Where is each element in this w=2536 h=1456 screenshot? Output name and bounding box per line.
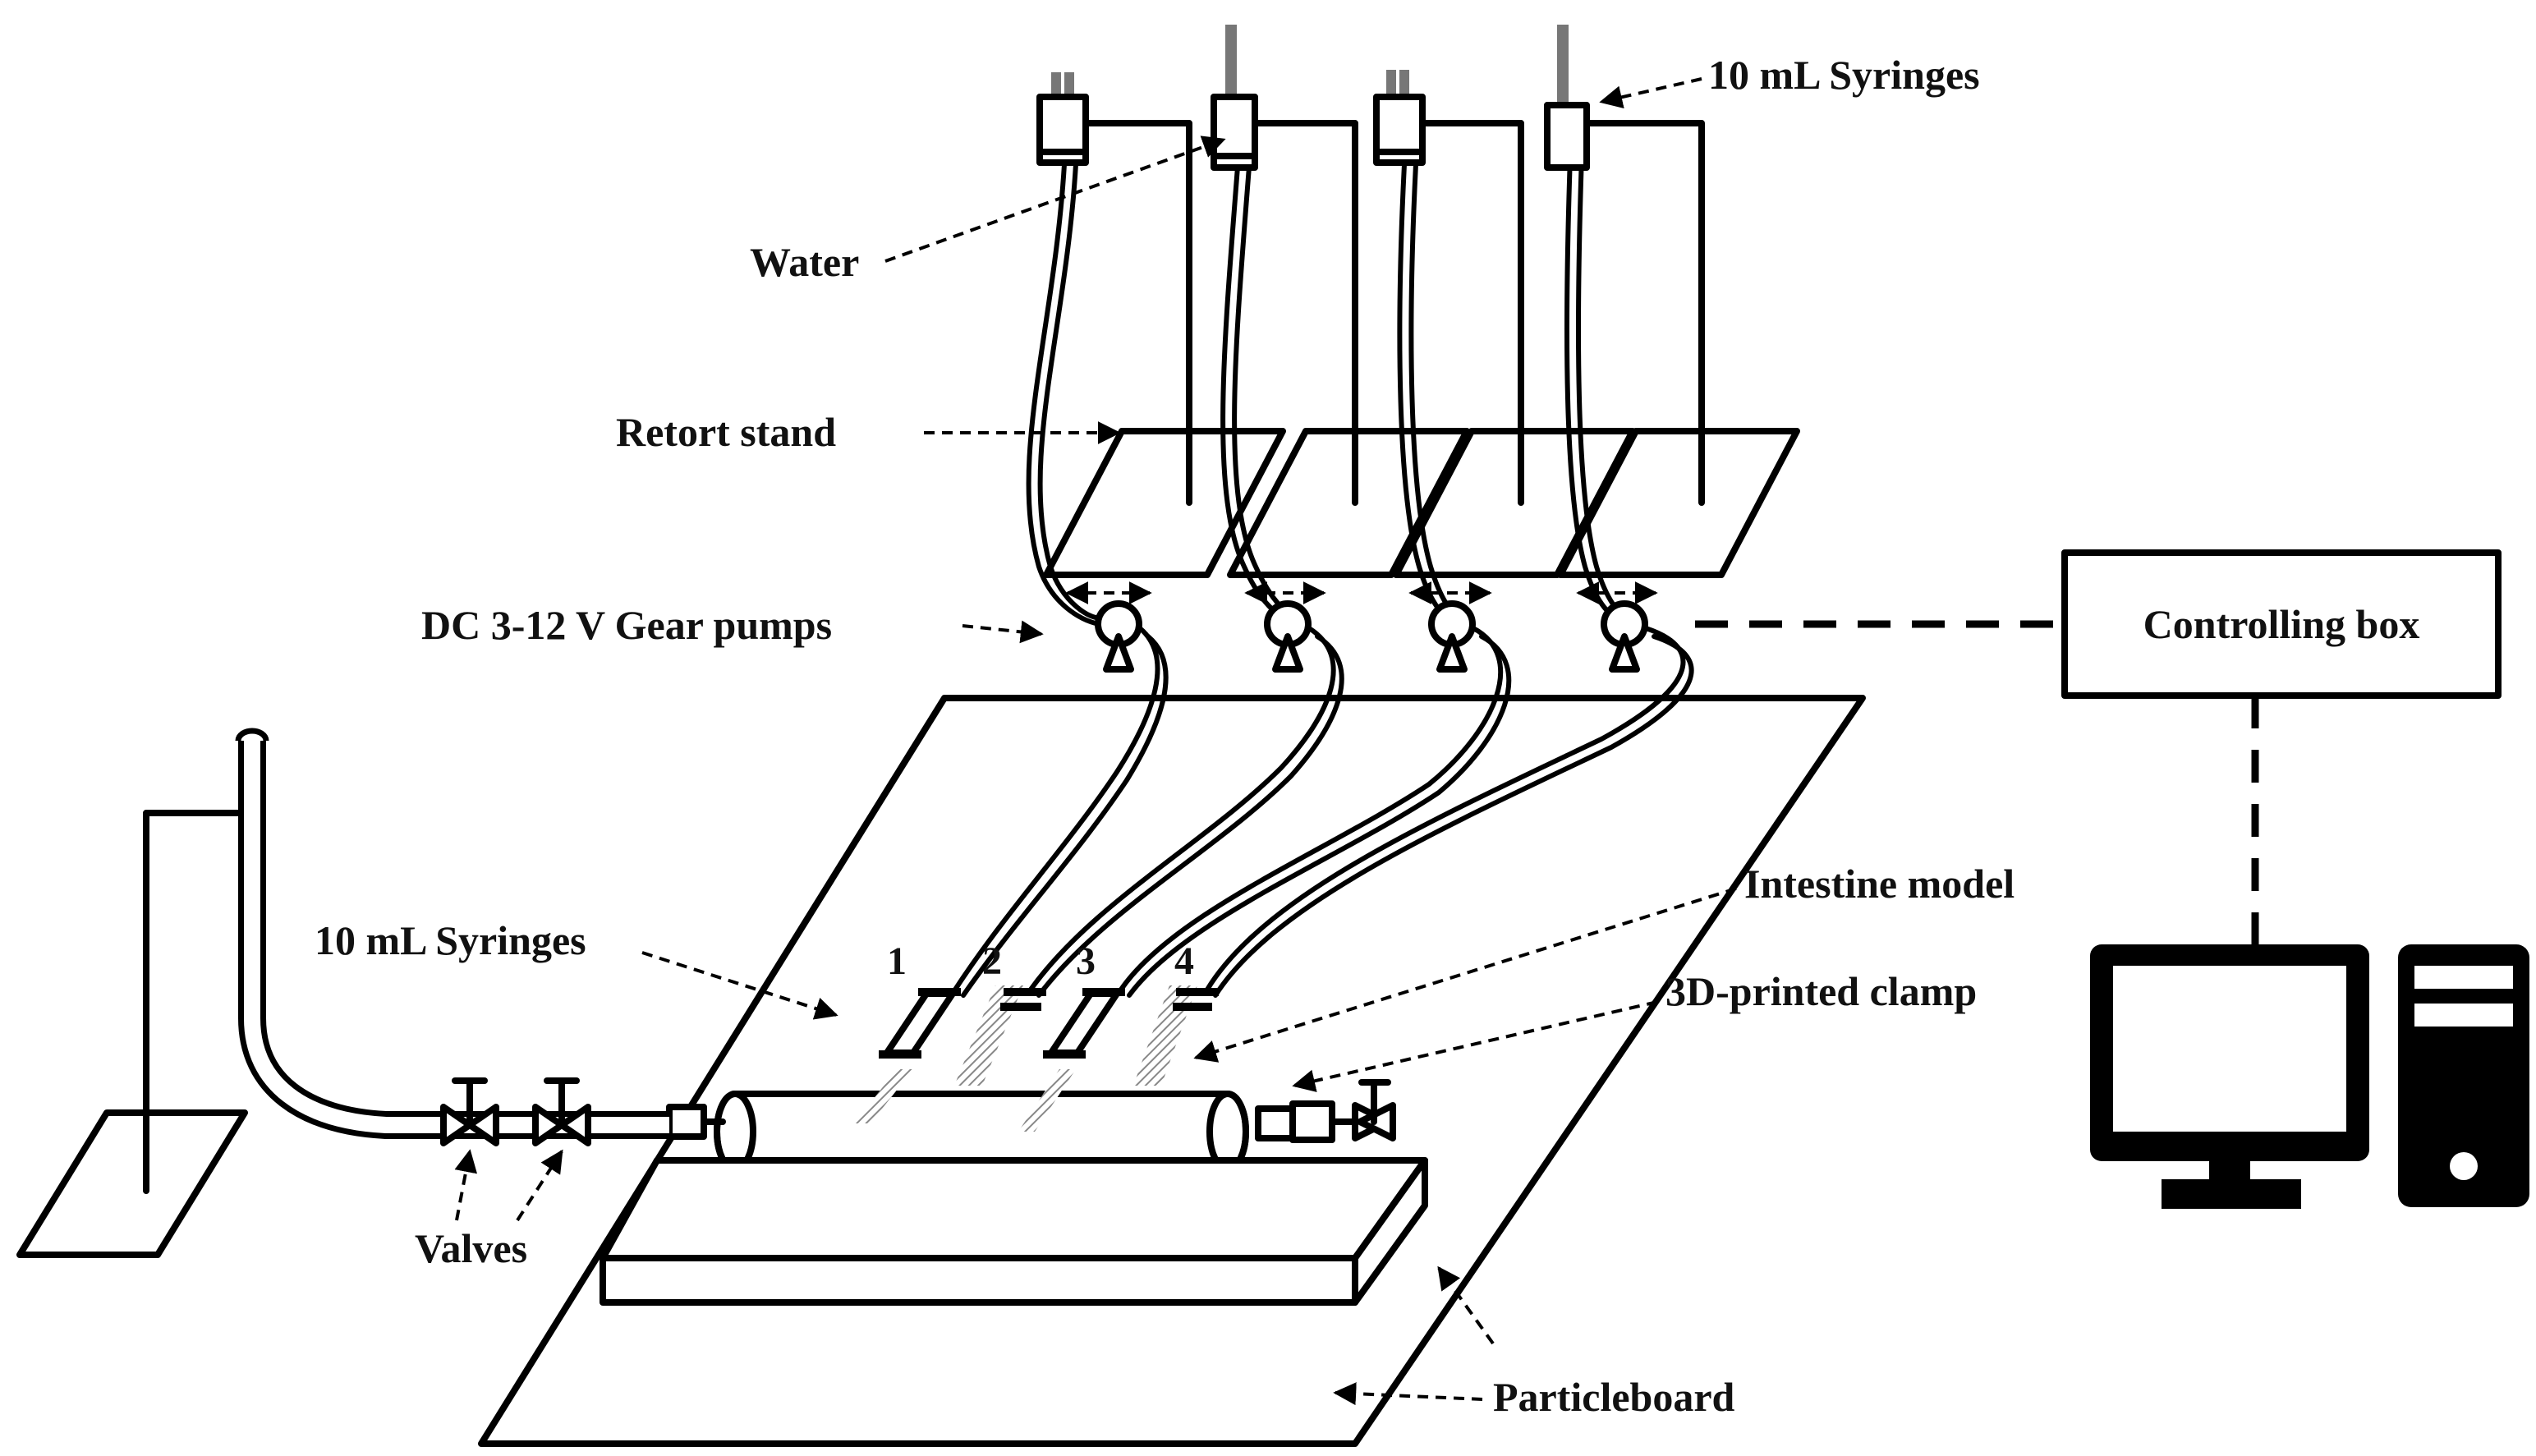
- top-syringes: [1036, 25, 1590, 171]
- gear-pumps-label: DC 3-12 V Gear pumps: [421, 602, 832, 648]
- syringes-left-label: 10 mL Syringes: [315, 917, 586, 963]
- clamp-syringes: [854, 985, 1219, 1132]
- particleboard: [478, 695, 1866, 1447]
- valve-1: [440, 1077, 499, 1146]
- channel-number: 2: [982, 939, 1002, 983]
- particleboard-label: Particleboard: [1493, 1374, 1735, 1420]
- syringes-top-label: 10 mL Syringes: [1708, 52, 1980, 98]
- channel-number: 1: [887, 939, 907, 983]
- retort-stand-label: Retort stand: [616, 409, 836, 455]
- clamp-base-block: [600, 1157, 1428, 1306]
- gear-pump-3: [1428, 600, 1476, 673]
- controlling-box: Controlling box: [2061, 549, 2502, 699]
- water-label: Water: [750, 239, 859, 285]
- inlet-pipe: [235, 728, 669, 1139]
- clamp-label: 3D-printed clamp: [1665, 968, 1977, 1014]
- top-syringe-1: [1036, 72, 1089, 166]
- retort-stands: [1043, 120, 1800, 578]
- labels: 10 mL Syringes Water Retort stand DC 3-1…: [315, 52, 2015, 1420]
- inlet-stand: [16, 810, 251, 1258]
- channel-number: 3: [1076, 939, 1096, 983]
- intestine-model-label: Intestine model: [1744, 861, 2015, 907]
- top-syringe-2: [1211, 25, 1258, 171]
- valve-2: [532, 1077, 591, 1146]
- gear-pumps: [1065, 581, 1658, 673]
- gear-pump-4: [1601, 600, 1648, 673]
- gear-pump-2: [1264, 600, 1312, 673]
- feeder-tubes: [1026, 154, 1630, 627]
- clamp-syringe-2: [954, 985, 1046, 1086]
- top-syringe-4: [1544, 25, 1590, 171]
- controlling-box-label: Controlling box: [2143, 601, 2420, 647]
- gear-pump-1: [1095, 600, 1142, 673]
- desktop-computer-icon: [2090, 944, 2529, 1209]
- valves-label: Valves: [415, 1225, 527, 1271]
- clamp-syringe-4: [1133, 985, 1219, 1086]
- clamp-syringe-1: [854, 988, 961, 1123]
- clamp-syringe-3: [1018, 988, 1125, 1132]
- outlet-tubes: [953, 626, 1694, 998]
- valves: [440, 1077, 591, 1146]
- top-syringe-3: [1373, 70, 1426, 166]
- channel-number: 4: [1174, 939, 1194, 983]
